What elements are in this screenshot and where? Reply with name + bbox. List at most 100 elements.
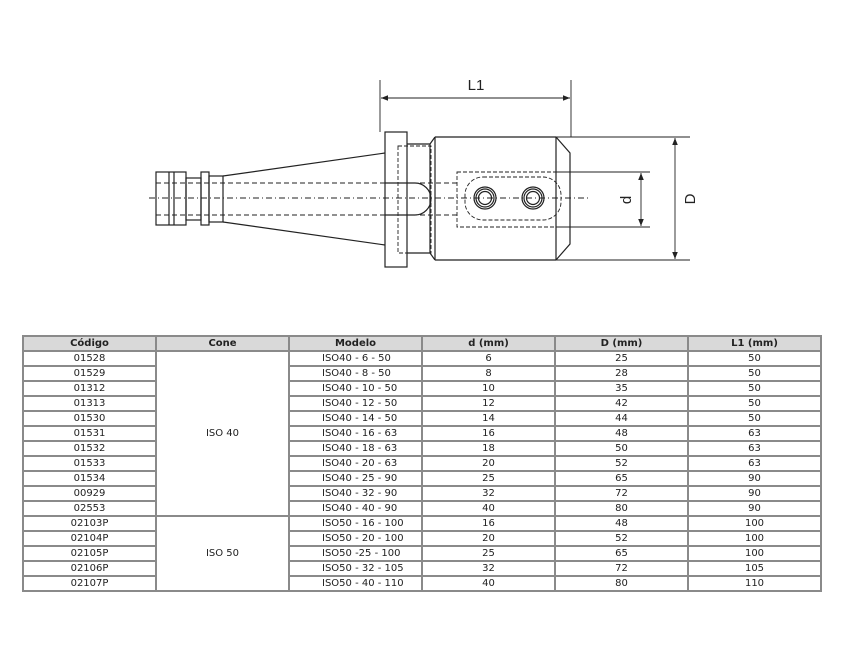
cell-d: 16 [421,515,556,532]
cell-L1: 50 [687,365,822,382]
pull-stud [155,171,224,226]
cell-D: 25 [554,350,689,367]
cell-L1: 50 [687,350,822,367]
screw-holes [473,186,545,210]
cell-L1: 63 [687,440,822,457]
cell-L1: 110 [687,575,822,592]
cell-d: 10 [421,380,556,397]
label-L1: L1 [468,77,485,94]
cell-modelo: ISO40 - 20 - 63 [288,455,423,472]
cell-D: 48 [554,425,689,442]
body [434,136,571,261]
cell-D: 48 [554,515,689,532]
cell-codigo: 01531 [22,425,157,442]
cell-d: 14 [421,410,556,427]
cell-codigo: 01534 [22,470,157,487]
cell-modelo: ISO40 - 18 - 63 [288,440,423,457]
cell-D: 50 [554,440,689,457]
cell-modelo: ISO50 - 20 - 100 [288,530,423,547]
column-header: L1 (mm) [687,335,822,352]
cell-codigo: 00929 [22,485,157,502]
cell-L1: 63 [687,425,822,442]
cell-codigo: 02107P [22,575,157,592]
cell-L1: 100 [687,545,822,562]
cell-modelo: ISO40 - 12 - 50 [288,395,423,412]
cell-D: 80 [554,500,689,517]
cell-modelo: ISO50 - 32 - 105 [288,560,423,577]
cell-D: 28 [554,365,689,382]
cell-modelo: ISO50 - 16 - 100 [288,515,423,532]
dimension-D [556,136,690,261]
cell-cone: ISO 40 [155,350,290,517]
tool-holder-drawing: L1 d D [149,77,699,268]
cell-D: 72 [554,485,689,502]
cell-D: 65 [554,545,689,562]
cell-D: 35 [554,380,689,397]
label-D: D [682,193,699,204]
cell-modelo: ISO40 - 8 - 50 [288,365,423,382]
cell-L1: 100 [687,530,822,547]
cell-modelo: ISO40 - 6 - 50 [288,350,423,367]
cell-codigo: 01312 [22,380,157,397]
cell-d: 40 [421,575,556,592]
cell-codigo: 02105P [22,545,157,562]
cell-L1: 50 [687,395,822,412]
cell-D: 80 [554,575,689,592]
cell-D: 42 [554,395,689,412]
column-header: d (mm) [421,335,556,352]
cell-d: 12 [421,395,556,412]
cell-L1: 90 [687,500,822,517]
cell-modelo: ISO50 - 40 - 110 [288,575,423,592]
cell-L1: 63 [687,455,822,472]
cell-d: 20 [421,455,556,472]
cell-d: 20 [421,530,556,547]
cell-codigo: 02553 [22,500,157,517]
column-header: Modelo [288,335,423,352]
cell-d: 8 [421,365,556,382]
cell-D: 72 [554,560,689,577]
cell-codigo: 01533 [22,455,157,472]
cell-L1: 105 [687,560,822,577]
cell-modelo: ISO40 - 40 - 90 [288,500,423,517]
cell-D: 52 [554,455,689,472]
cell-codigo: 01528 [22,350,157,367]
cell-modelo: ISO40 - 16 - 63 [288,425,423,442]
flange [384,131,408,268]
cell-D: 52 [554,530,689,547]
cell-L1: 100 [687,515,822,532]
dimension-L1 [379,80,572,137]
column-header: D (mm) [554,335,689,352]
cell-codigo: 01532 [22,440,157,457]
dimension-d [556,171,650,228]
cell-codigo: 02106P [22,560,157,577]
cell-modelo: ISO40 - 25 - 90 [288,470,423,487]
cell-codigo: 02104P [22,530,157,547]
cell-d: 32 [421,485,556,502]
shoulder [407,136,436,261]
cell-L1: 90 [687,470,822,487]
cell-d: 25 [421,545,556,562]
cell-codigo: 01530 [22,410,157,427]
cell-L1: 50 [687,380,822,397]
cell-modelo: ISO50 -25 - 100 [288,545,423,562]
cell-modelo: ISO40 - 14 - 50 [288,410,423,427]
cell-codigo: 02103P [22,515,157,532]
cell-d: 25 [421,470,556,487]
taper-cone [222,152,386,246]
cell-d: 40 [421,500,556,517]
